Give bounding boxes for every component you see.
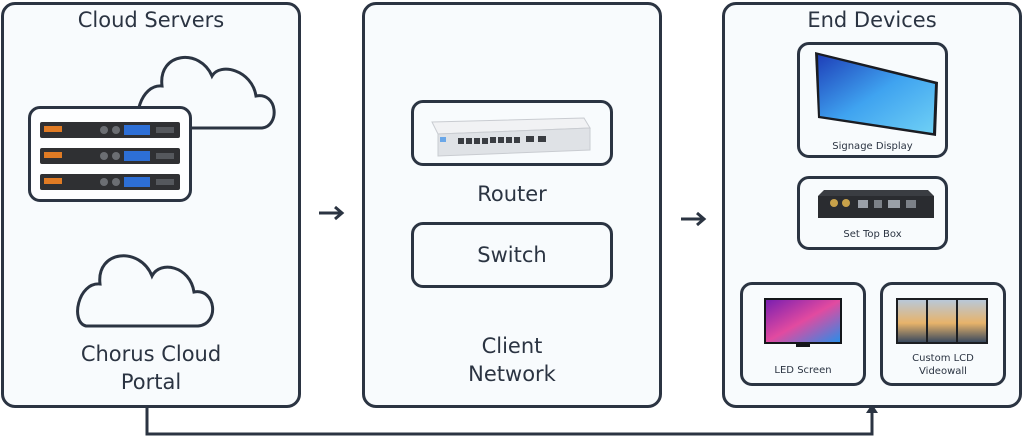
end-devices-title: End Devices — [807, 8, 937, 32]
bottom-connector-line — [145, 408, 874, 436]
client-network-title-line1: Client — [481, 334, 543, 358]
videowall-label-line2: Videowall — [919, 366, 967, 377]
switch-label: Switch — [477, 243, 547, 267]
router-label: Router — [477, 182, 547, 206]
client-network-title: Client Network — [362, 332, 662, 388]
led-screen-label: LED Screen — [774, 365, 832, 376]
server-unit-1 — [40, 122, 180, 138]
portal-label-line2: Portal — [120, 370, 182, 394]
cloud-servers-panel — [1, 2, 301, 408]
server-unit-3 — [40, 174, 180, 190]
client-network-title-line2: Network — [468, 362, 556, 386]
videowall-label-line1: Custom LCD — [912, 353, 974, 364]
videowall-label: Custom LCD Videowall — [880, 352, 1006, 378]
signage-display-label: Signage Display — [832, 141, 913, 152]
cloud-servers-title: Cloud Servers — [77, 8, 225, 32]
set-top-box-label: Set Top Box — [843, 229, 902, 240]
server-unit-2 — [40, 148, 180, 164]
arrow-right-icon-2 — [681, 211, 707, 227]
bottom-connector-arrowhead — [866, 404, 878, 413]
cloud-icon-bottom — [76, 254, 215, 328]
switch-box — [411, 222, 613, 288]
arrow-right-icon-1 — [319, 205, 345, 221]
chorus-cloud-portal-label: Chorus Cloud Portal — [1, 340, 301, 396]
client-network-panel — [362, 2, 662, 408]
portal-label-line1: Chorus Cloud — [80, 342, 222, 366]
